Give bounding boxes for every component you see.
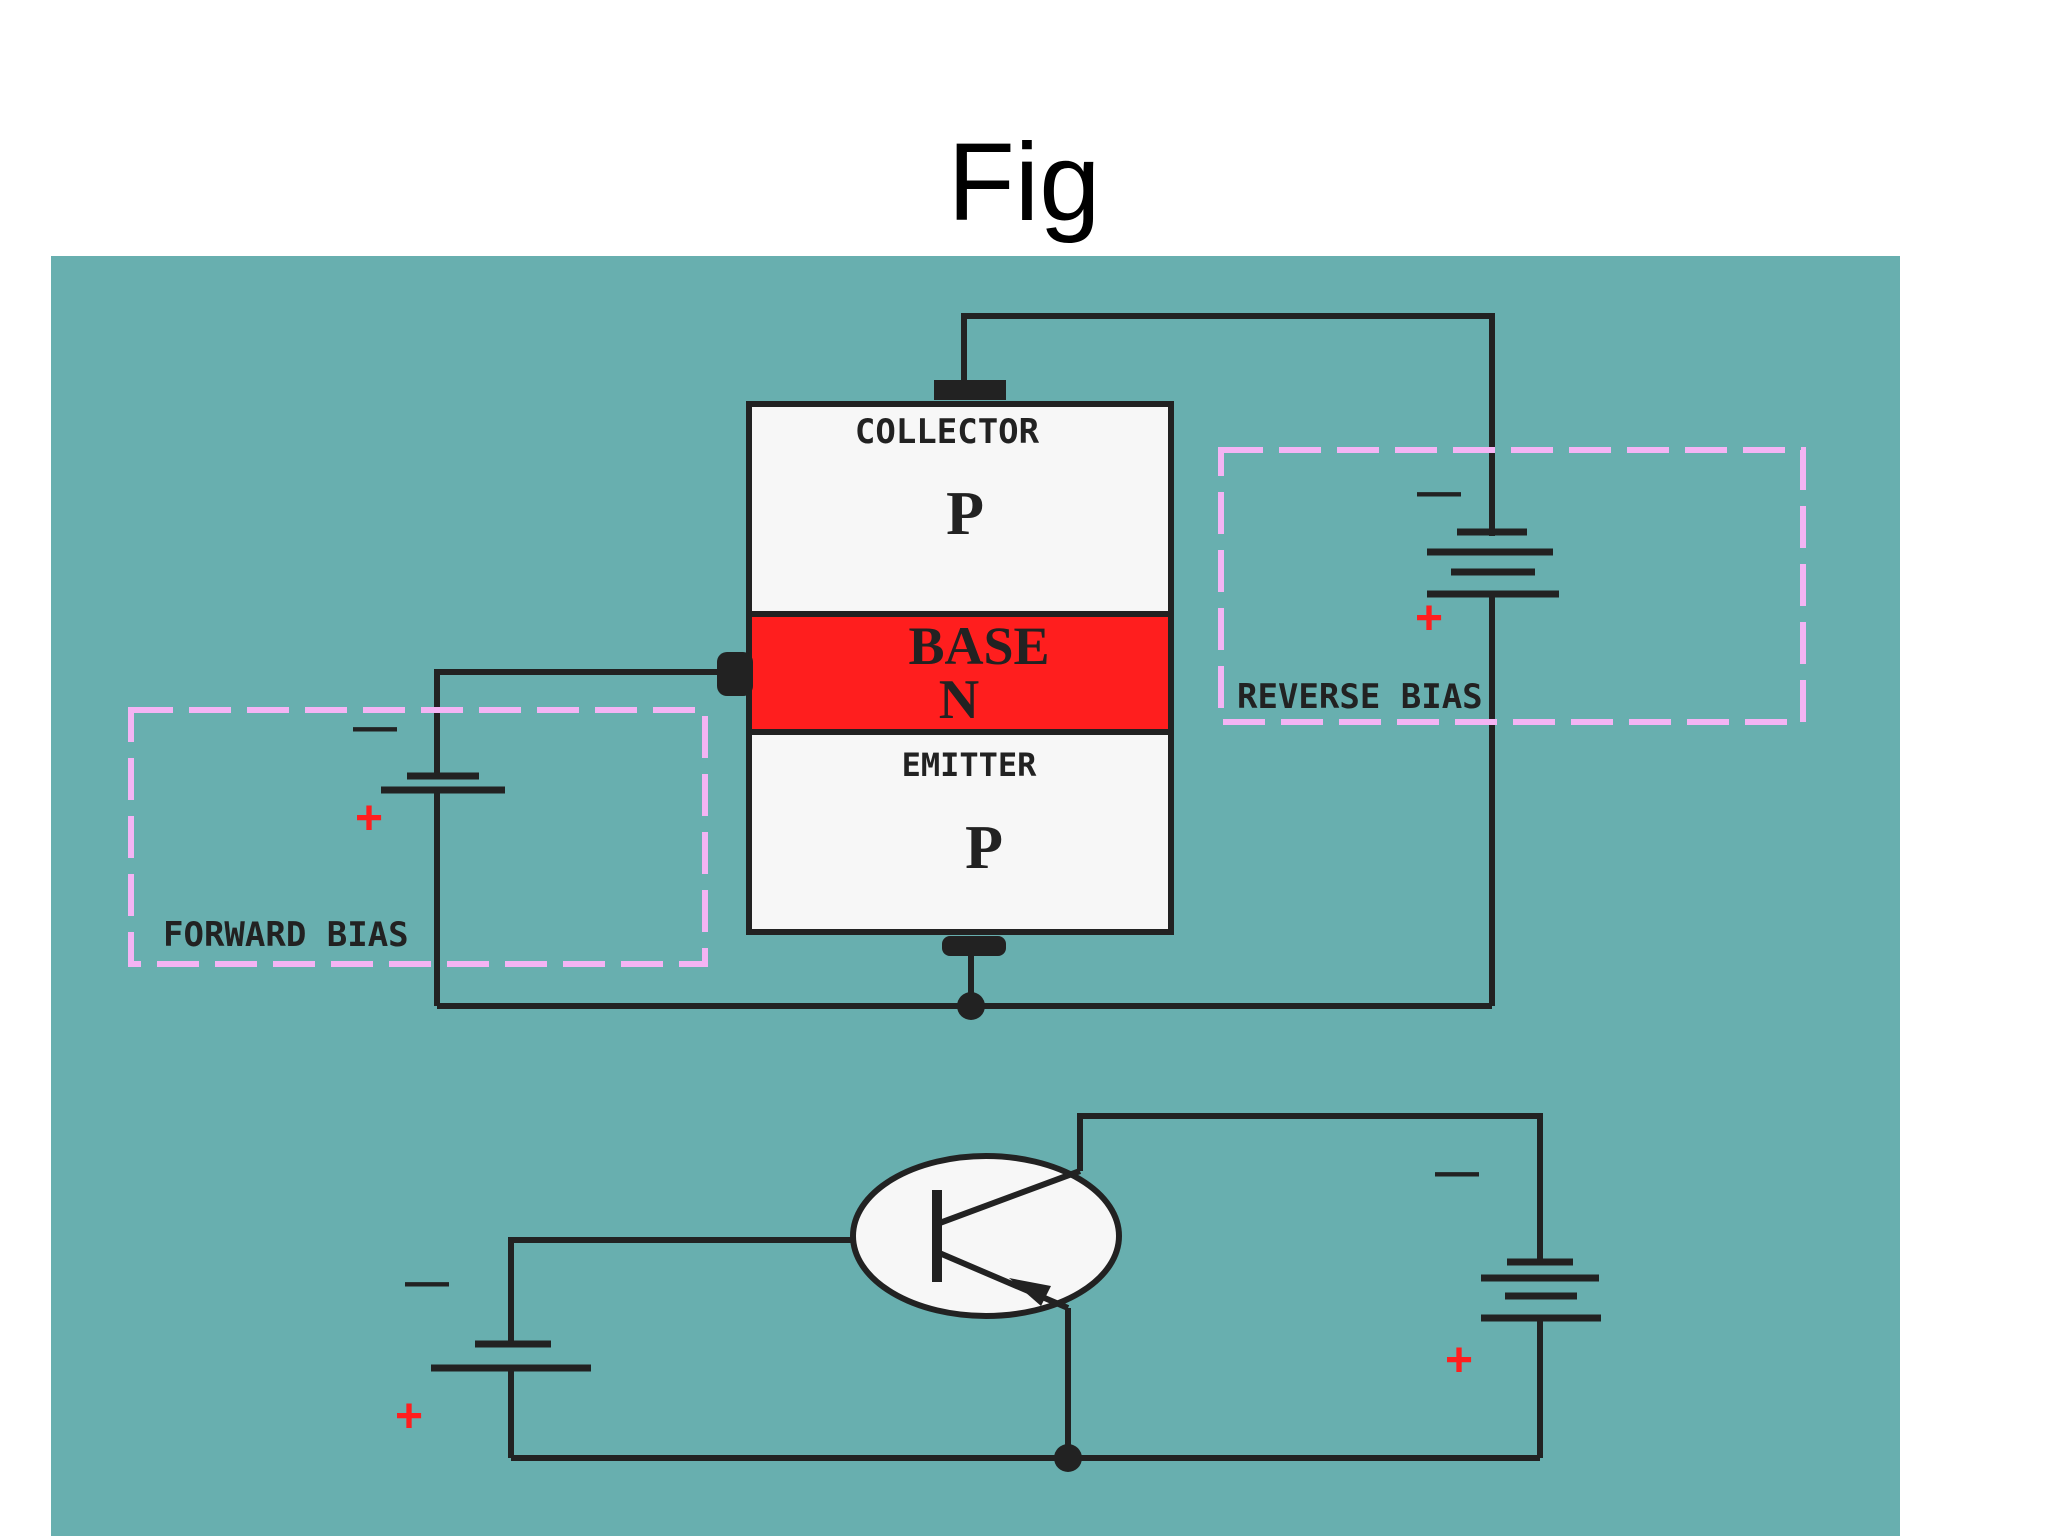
forward-bias-label: FORWARD BIAS (163, 915, 409, 955)
schematic-wires (508, 1113, 1543, 1461)
reverse-minus-sign: — (1417, 467, 1461, 516)
base-region (746, 611, 1174, 735)
transistor-envelope (850, 1153, 1122, 1319)
emitter-label: EMITTER (902, 746, 1038, 784)
input-battery (431, 1340, 591, 1372)
reverse-bias-label: REVERSE BIAS (1237, 677, 1483, 717)
reverse-plus-sign: + (1415, 592, 1443, 645)
collector-region (746, 401, 1174, 617)
transistor-block: COLLECTOR P BASE N EMITTER P (746, 401, 1174, 935)
pnp-bias-diagram: COLLECTOR P BASE N EMITTER P — + — + FOR… (51, 256, 1900, 1536)
slide-title: Fig (947, 121, 1101, 244)
collector-terminal (934, 380, 1006, 400)
emitter-region (746, 729, 1174, 935)
base-label: BASE (908, 616, 1049, 676)
output-plus-sign: + (1445, 1334, 1473, 1387)
reverse-bias-box (1218, 447, 1806, 725)
output-battery (1481, 1258, 1601, 1322)
forward-bias-box (128, 707, 708, 967)
base-terminal (717, 652, 753, 696)
collector-type: P (946, 480, 984, 548)
reverse-bias-battery (1427, 528, 1559, 598)
emitter-junction-dot (957, 992, 985, 1020)
forward-bias-battery (381, 772, 505, 794)
pnp-transistor-symbol (850, 1153, 1122, 1319)
input-minus-sign: — (405, 1257, 449, 1306)
emitter-type: P (965, 814, 1003, 882)
collector-label: COLLECTOR (855, 412, 1040, 452)
emitter-terminal (942, 936, 1006, 956)
emitter-arrow-icon (1009, 1278, 1051, 1306)
forward-plus-sign: + (355, 792, 383, 845)
base-type: N (939, 669, 979, 731)
input-plus-sign: + (395, 1390, 423, 1443)
schematic-junction-dot (1054, 1444, 1082, 1472)
output-minus-sign: — (1435, 1147, 1479, 1196)
